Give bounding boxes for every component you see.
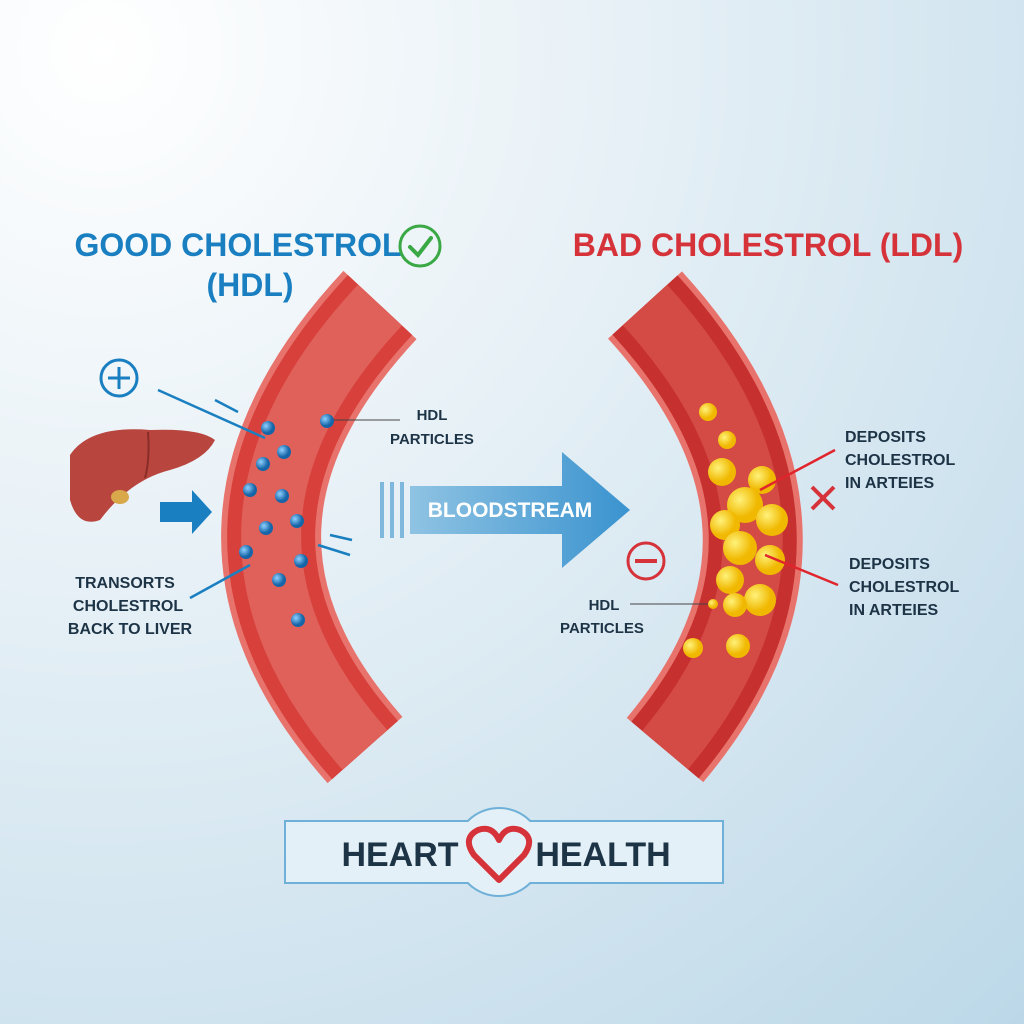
footer-health-label: HEALTH [535, 836, 670, 874]
cholesterol-deposits [683, 403, 788, 658]
flow-arrows [157, 388, 353, 600]
bloodstream-arrow [380, 452, 630, 568]
deposits-label-a-3: IN ARTEIES [845, 475, 935, 492]
good-cholesterol-subtitle: (HDL) [206, 267, 293, 303]
deposits-label-a: DEPOSITS [845, 429, 926, 446]
deposits-label-b: DEPOSITS [849, 556, 930, 573]
ldl-hdl-particles-label: HDL [589, 597, 620, 614]
ldl-hdl-particles-label-2: PARTICLES [560, 620, 644, 637]
deposits-label-b-3: IN ARTEIES [849, 602, 939, 619]
hdl-particles [239, 414, 334, 627]
deposits-label-a-2: CHOLESTROL [845, 452, 955, 469]
x-mark-icon [810, 485, 836, 511]
transports-label-3: BACK TO LIVER [68, 621, 193, 638]
hdl-particles-label-2: PARTICLES [390, 431, 474, 448]
bad-cholesterol-title: BAD CHOLESTROL (LDL) [573, 227, 963, 263]
liver-arrow-icon [160, 490, 212, 534]
deposits-label-b-2: CHOLESTROL [849, 579, 959, 596]
heart-icon [465, 825, 533, 883]
healthy-artery [221, 270, 417, 784]
minus-circle-icon [626, 541, 666, 581]
check-circle-icon [398, 224, 442, 268]
footer-heart-label: HEART [341, 836, 458, 874]
deposit-arrows [759, 448, 839, 587]
plus-circle-icon [99, 358, 139, 398]
liver-icon [70, 429, 215, 522]
clogged-artery [607, 271, 803, 783]
bloodstream-label: BLOODSTREAM [428, 499, 593, 522]
hdl-particles-label: HDL [417, 407, 448, 424]
transports-label: TRANSORTS [75, 575, 175, 592]
good-cholesterol-title: GOOD CHOLESTROL [74, 227, 401, 263]
transports-label-2: CHOLESTROL [73, 598, 183, 615]
